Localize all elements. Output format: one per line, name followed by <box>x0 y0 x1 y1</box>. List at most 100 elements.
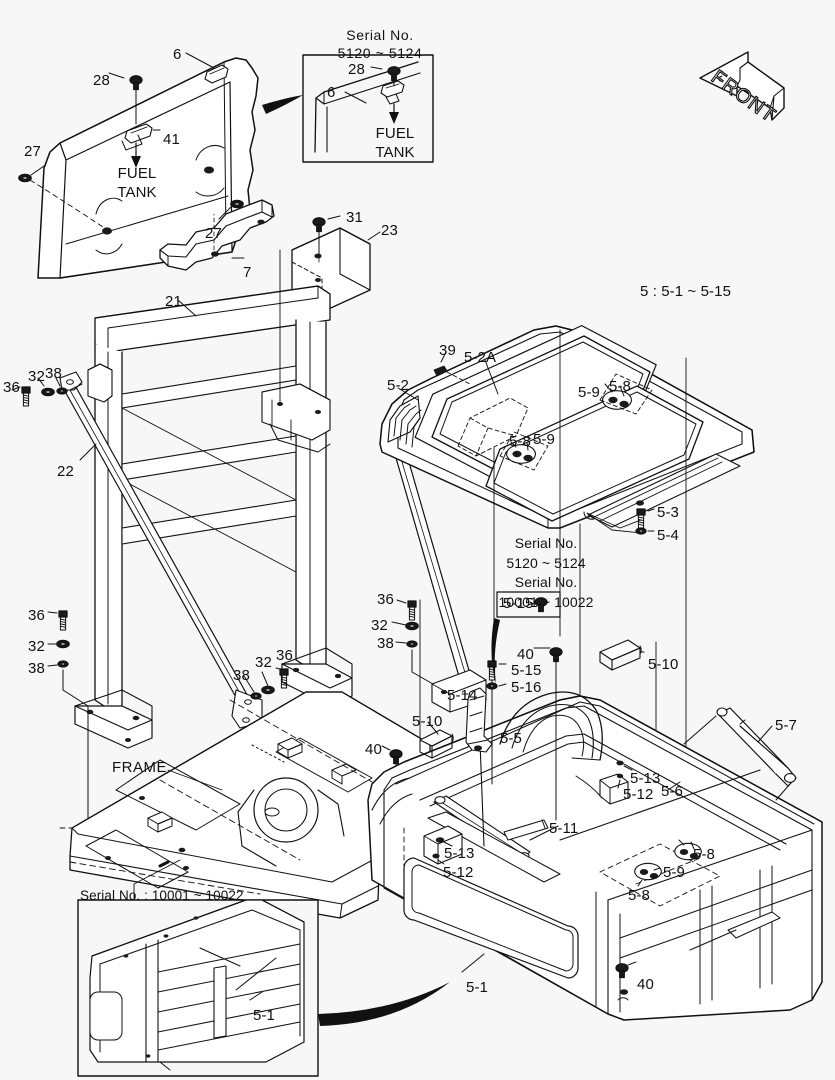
rod-5-11 <box>503 819 559 841</box>
inset-pointer-swoosh <box>262 95 303 114</box>
callout-28-top: 28 <box>93 72 110 89</box>
leader-21 <box>177 299 197 317</box>
leader-frame <box>167 769 223 791</box>
callout-5-6: 5-6 <box>661 783 683 800</box>
leader-5-2A <box>484 359 499 395</box>
note-pointer-swoosh <box>491 618 500 684</box>
callout-5-9-lower: 5-9 <box>663 864 685 881</box>
callout-32-lowleft: 32 <box>28 638 45 655</box>
callout-36-mid: 36 <box>276 647 293 664</box>
fastener-cluster-5-8-5-9-lowerright <box>674 839 702 861</box>
handle-5-10-right <box>599 639 642 671</box>
callout-5-8-mid: 5-8 <box>509 433 531 450</box>
callout-5-7: 5-7 <box>775 717 797 734</box>
handle-5-10-left <box>419 729 454 759</box>
callout-5-13-right: 5-13 <box>630 770 661 787</box>
callout-27-left: 27 <box>24 143 41 160</box>
note-boxed-callout-5-15: 5-15 <box>503 595 534 612</box>
callout-5-4: 5-4 <box>657 527 679 544</box>
callout-5-15: 5-15 <box>511 662 542 679</box>
callout-36-lowleft: 36 <box>28 607 45 624</box>
serial-inset-bottom-box <box>77 899 319 1077</box>
bracket-5-13-5-12-right <box>599 760 633 805</box>
fastener-5-4 <box>635 527 655 535</box>
inset-top-caption: Serial No. 5120 ~ 5124 <box>337 27 423 62</box>
callout-39: 39 <box>439 342 456 359</box>
callout-5-16: 5-16 <box>511 679 542 696</box>
callout-5-13-left: 5-13 <box>444 845 475 862</box>
hood-mount-dashed-detail <box>457 397 529 457</box>
callout-31: 31 <box>346 209 363 226</box>
fastener-cluster-5-8-5-9-upper <box>599 373 653 415</box>
callout-40-upper: 40 <box>517 646 534 663</box>
hood-louver-vents <box>387 395 422 448</box>
callout-23: 23 <box>381 222 398 239</box>
callout-38-lowleft: 38 <box>28 660 45 677</box>
fastener-stack-middle <box>243 667 289 700</box>
inset-callout-28: 28 <box>348 61 365 78</box>
leader-5-11 <box>541 819 546 829</box>
fastener-39 <box>433 351 471 385</box>
leader-5-6 <box>667 781 681 791</box>
leader-5-10-left <box>427 721 439 735</box>
callout-7: 7 <box>243 264 252 281</box>
inset-bottom-caption: Serial No. : 10001 ~ 10022 <box>80 888 244 903</box>
brace-22 <box>59 371 263 729</box>
callout-5-8-lowerright: 5-8 <box>693 846 715 863</box>
fastener-cluster-5-8-5-9-mid <box>499 431 549 471</box>
callout-22: 22 <box>57 463 74 480</box>
fastener-5-16-hood <box>486 682 507 690</box>
frame-label: FRAME <box>112 759 167 776</box>
callout-40-left: 40 <box>365 741 382 758</box>
fastener-28-assembly <box>108 72 143 125</box>
callout-5-2A: 5-2A <box>464 349 497 366</box>
leader-23 <box>367 231 381 241</box>
callout-5-9-mid: 5-9 <box>533 431 555 448</box>
callout-5-3: 5-3 <box>657 504 679 521</box>
fastener-stack-right <box>391 599 441 689</box>
bracket-7 <box>159 199 275 271</box>
serial-inset-top-box <box>302 54 434 163</box>
hood-support-linkage <box>427 741 561 883</box>
leader-6 <box>185 52 215 69</box>
fastener-5-3 <box>636 508 655 529</box>
rail-5-6 <box>559 769 761 841</box>
callout-40-lower: 40 <box>637 976 654 993</box>
hood-hinge-rail <box>583 453 741 528</box>
callout-36-right: 36 <box>377 591 394 608</box>
callout-5-8-upper: 5-8 <box>609 378 631 395</box>
fastener-stack-upper-left <box>11 377 83 407</box>
callout-41: 41 <box>163 131 180 148</box>
leader-serial-bottom <box>133 859 181 899</box>
callout-5-14: 5-14 <box>447 687 478 704</box>
callout-36-upper: 36 <box>3 379 20 396</box>
leader-5-7 <box>757 725 773 743</box>
callout-5-8-lower: 5-8 <box>628 887 650 904</box>
callout-5-1-main: 5-1 <box>466 979 488 996</box>
bracket-5-13-5-12-left <box>423 825 463 865</box>
callout-32-right: 32 <box>371 617 388 634</box>
inset-fuel-tank-label: FUEL TANK <box>375 125 415 161</box>
callout-32-upper: 32 <box>28 368 45 385</box>
callout-5-9-upper: 5-9 <box>578 384 600 401</box>
callout-5-12-right: 5-12 <box>623 786 654 803</box>
callout-5-10-right: 5-10 <box>648 656 679 673</box>
fuel-tank-label-main: FUEL TANK <box>117 165 157 201</box>
inset-bottom-swoosh <box>318 982 450 1026</box>
callout-5-5: 5-5 <box>500 730 522 747</box>
front-arrow <box>699 51 785 121</box>
fastener-27-left <box>18 165 107 230</box>
fuel-tank-flow-arrow-main <box>131 142 141 168</box>
callout-38-mid: 38 <box>233 667 250 684</box>
fastener-40-hood-upper <box>533 647 563 821</box>
gas-strut-5-7 <box>683 707 797 801</box>
fastener-40-lower <box>615 961 637 979</box>
leader-5-1-inset <box>249 991 263 1001</box>
callout-5-10-left: 5-10 <box>412 713 443 730</box>
callout-32-mid: 32 <box>255 654 272 671</box>
callout-38-upper: 38 <box>45 365 62 382</box>
front-arrow-label: FRONT <box>707 65 781 128</box>
leader-5-2 <box>397 387 419 401</box>
note-box-5-15 <box>496 591 561 618</box>
